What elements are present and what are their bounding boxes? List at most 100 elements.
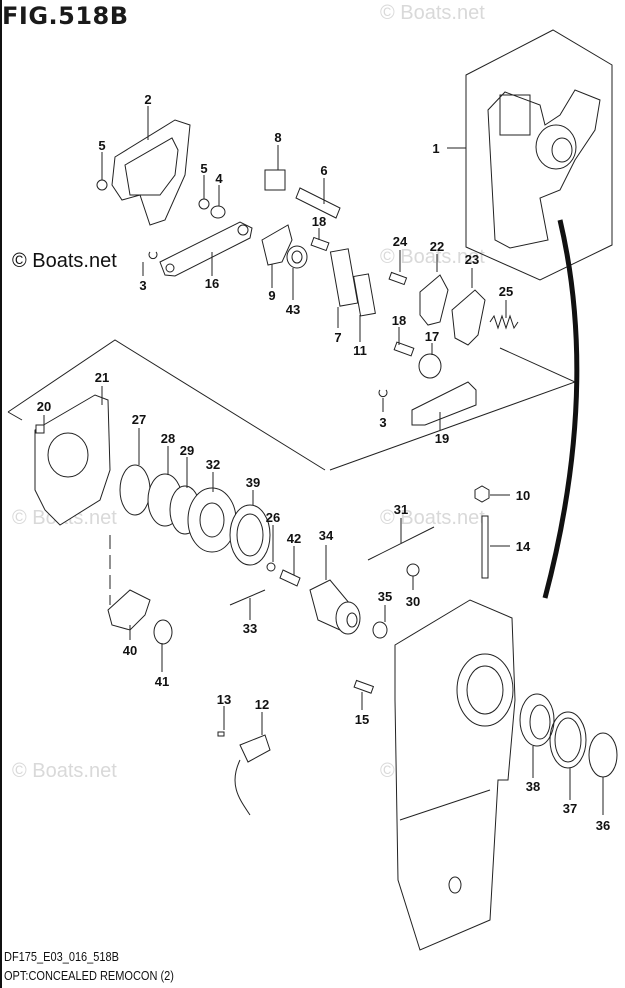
label-19: 19 bbox=[435, 431, 449, 446]
part-2-cover[interactable] bbox=[111, 119, 191, 226]
watermark-faint: © Boats.net bbox=[380, 2, 485, 24]
label-29: 29 bbox=[180, 443, 194, 458]
label-33: 33 bbox=[243, 621, 257, 636]
figure-title: FIG.518B bbox=[2, 2, 129, 30]
part-42-pin[interactable] bbox=[279, 569, 301, 587]
part-25-spring[interactable] bbox=[489, 314, 519, 330]
label-30: 30 bbox=[406, 594, 420, 609]
label-7: 7 bbox=[334, 330, 341, 345]
part-26-pin[interactable] bbox=[266, 562, 276, 572]
part-16-lever[interactable] bbox=[159, 221, 253, 277]
label-27: 27 bbox=[132, 412, 146, 427]
label-24: 24 bbox=[393, 234, 408, 249]
part-12-switch[interactable] bbox=[234, 734, 271, 816]
part-37-washer[interactable] bbox=[549, 711, 587, 769]
label-15: 15 bbox=[355, 712, 369, 727]
part-5-oring[interactable] bbox=[198, 198, 210, 210]
label-41: 41 bbox=[155, 674, 169, 689]
label-39: 39 bbox=[246, 475, 260, 490]
label-28: 28 bbox=[161, 431, 175, 446]
watermark-faint: © Boats.net bbox=[12, 760, 117, 782]
part-19-link[interactable] bbox=[411, 381, 477, 426]
label-31: 31 bbox=[394, 502, 408, 517]
label-13: 13 bbox=[217, 692, 231, 707]
label-38: 38 bbox=[526, 779, 540, 794]
label-14: 14 bbox=[516, 539, 531, 554]
part-43-bushing[interactable] bbox=[286, 245, 308, 269]
part-33-rod[interactable] bbox=[229, 589, 266, 606]
label-3: 3 bbox=[379, 415, 386, 430]
part-34-gear-drum[interactable] bbox=[309, 579, 361, 635]
part-18-bolt[interactable] bbox=[393, 341, 415, 357]
label-18: 18 bbox=[312, 214, 326, 229]
label-16: 16 bbox=[205, 276, 219, 291]
part-4-washer[interactable] bbox=[210, 205, 226, 219]
label-20: 20 bbox=[37, 399, 51, 414]
part-35-bushing[interactable] bbox=[372, 621, 388, 639]
part-27-spring[interactable] bbox=[119, 464, 151, 516]
part-39-ring[interactable] bbox=[229, 504, 271, 566]
label-6: 6 bbox=[320, 163, 327, 178]
part-23-plate[interactable] bbox=[451, 289, 486, 346]
label-40: 40 bbox=[123, 643, 137, 658]
label-34: 34 bbox=[319, 528, 334, 543]
part-18-bolt[interactable] bbox=[310, 236, 330, 252]
caption-code: DF175_E03_016_518B bbox=[4, 950, 119, 964]
label-42: 42 bbox=[287, 531, 301, 546]
assembly-box-outline bbox=[465, 29, 613, 281]
label-23: 23 bbox=[465, 252, 479, 267]
label-11: 11 bbox=[353, 343, 367, 358]
part-13-screw[interactable] bbox=[217, 731, 225, 737]
part-10-nut[interactable] bbox=[474, 485, 490, 503]
label-36: 36 bbox=[596, 818, 610, 833]
part-8-block[interactable] bbox=[264, 169, 286, 191]
group-outline-left bbox=[7, 339, 326, 471]
label-12: 12 bbox=[255, 697, 269, 712]
left-border-rule bbox=[0, 0, 2, 988]
label-3: 3 bbox=[139, 278, 146, 293]
part-21-plate[interactable] bbox=[34, 394, 111, 526]
part-9-plate[interactable] bbox=[261, 224, 293, 266]
part-3-eclip[interactable] bbox=[148, 251, 158, 260]
label-43: 43 bbox=[286, 302, 300, 317]
part-20-screw[interactable] bbox=[35, 424, 45, 434]
part-11-plate[interactable] bbox=[353, 273, 376, 317]
part-40-cam[interactable] bbox=[107, 589, 151, 631]
label-2: 2 bbox=[144, 92, 151, 107]
part-3-eclip[interactable] bbox=[378, 389, 388, 398]
part-5-oring[interactable] bbox=[96, 179, 108, 191]
label-4: 4 bbox=[215, 171, 223, 186]
part-41-nut[interactable] bbox=[153, 619, 173, 645]
label-18: 18 bbox=[392, 313, 406, 328]
part-22-plate[interactable] bbox=[419, 274, 449, 326]
watermark-faint: © Boats.net bbox=[380, 246, 485, 268]
label-21: 21 bbox=[95, 370, 109, 385]
label-9: 9 bbox=[268, 288, 275, 303]
group-outline-tick bbox=[7, 411, 23, 421]
label-22: 22 bbox=[430, 239, 444, 254]
label-35: 35 bbox=[378, 589, 392, 604]
part-31-rod[interactable] bbox=[367, 526, 435, 561]
part-1-remote-control-unit[interactable] bbox=[487, 89, 601, 249]
label-32: 32 bbox=[206, 457, 220, 472]
part-7-plate[interactable] bbox=[329, 248, 359, 307]
part-15-screw[interactable] bbox=[353, 679, 375, 694]
label-37: 37 bbox=[563, 801, 577, 816]
caption-name: OPT:CONCEALED REMOCON (2) bbox=[4, 969, 174, 983]
part-17-washer[interactable] bbox=[418, 353, 442, 379]
part-6-shaft[interactable] bbox=[295, 187, 341, 219]
part-36-circlip[interactable] bbox=[588, 732, 618, 778]
label-5: 5 bbox=[200, 161, 207, 176]
part-24-bolt[interactable] bbox=[388, 271, 408, 286]
label-17: 17 bbox=[425, 329, 439, 344]
part-30-ball[interactable] bbox=[406, 563, 420, 577]
housing-body[interactable] bbox=[394, 599, 516, 951]
part-14-stud[interactable] bbox=[481, 515, 489, 579]
label-5: 5 bbox=[98, 138, 105, 153]
label-26: 26 bbox=[266, 510, 280, 525]
assembly-arrow-arc bbox=[542, 219, 580, 599]
part-32-gear[interactable] bbox=[187, 487, 237, 553]
watermark-faint: © Boats.net bbox=[380, 507, 485, 529]
part-38-bushing[interactable] bbox=[519, 693, 555, 747]
